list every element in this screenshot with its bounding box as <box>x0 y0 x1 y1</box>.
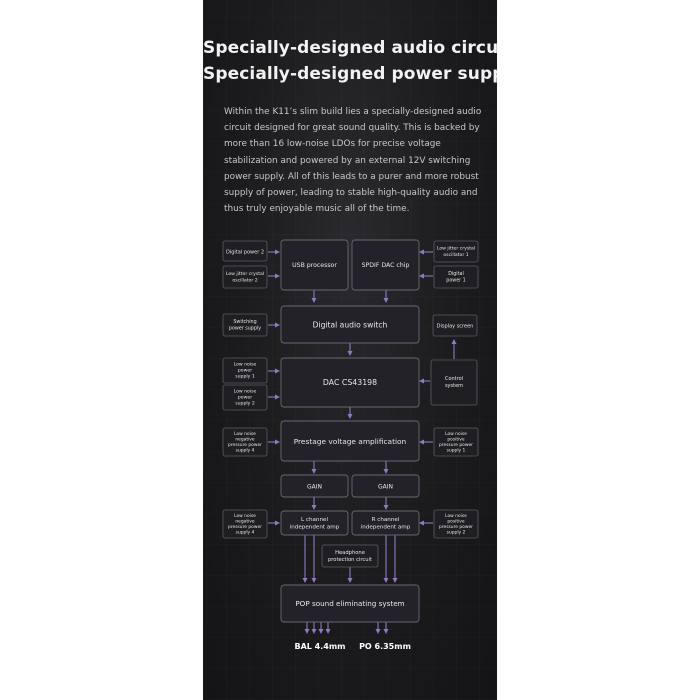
low-noise-positive-1-line-3: pressure power <box>439 442 473 448</box>
l-channel-box: L channel independent amp <box>280 510 349 536</box>
block-diagram: Digital power 2 Low jitter crystal oscil… <box>222 239 479 651</box>
display-screen-box: Display screen <box>432 314 478 337</box>
gain-left-box: GAIN <box>280 474 349 498</box>
low-jitter-oscillator-1-line-1: Low jitter crystal <box>437 246 475 252</box>
heading-line-1: Specially-designed audio circuit <box>203 38 497 58</box>
circuit-panel: Specially-designed audio circuit Special… <box>203 0 497 700</box>
low-noise-positive-1-line-1: Low noise <box>445 431 467 437</box>
low-jitter-oscillator-2-box: Low jitter crystal oscillator 2 <box>222 265 268 289</box>
low-noise-power-supply-2-line-3: supply 2 <box>235 401 255 407</box>
switching-power-supply-box: Switching power supply <box>222 313 268 337</box>
low-noise-negative-4-right-line-4: supply 4 <box>236 530 255 536</box>
low-noise-positive-supply-1-box: Low noise positive pressure power supply… <box>433 427 479 457</box>
output-bal-label: BAL 4.4mm <box>294 642 345 651</box>
intro-paragraph: Within the K11’s slim build lies a speci… <box>224 107 482 215</box>
pop-system-label: POP sound eliminating system <box>295 599 404 608</box>
dac-label: DAC CS43198 <box>323 378 377 387</box>
l-channel-line-2: independent amp <box>290 525 340 531</box>
low-noise-positive-2-line-1: Low noise <box>445 513 467 519</box>
digital-power-2-box: Digital power 2 <box>222 240 268 262</box>
output-po-label: PO 6.35mm <box>359 642 411 651</box>
low-noise-negative-4-left-line-2: negative <box>235 437 255 443</box>
digital-audio-switch-box: Digital audio switch <box>280 305 420 344</box>
low-noise-power-supply-2-line-1: Low noise <box>234 389 257 395</box>
low-noise-positive-2-line-2: positive <box>447 519 465 525</box>
digital-power-1-box: Digital power 1 <box>433 265 479 289</box>
low-jitter-oscillator-1-box: Low jitter crystal oscillator 1 <box>433 240 479 263</box>
low-noise-power-supply-2-box: Low noise power supply 2 <box>222 384 268 411</box>
usb-processor-label: USB processor <box>292 262 337 269</box>
headphone-protection-line-1: Headphone <box>335 550 365 556</box>
control-system-line-1: Control <box>445 376 463 382</box>
low-noise-positive-1-line-4: supply 1 <box>447 448 466 454</box>
low-noise-positive-2-line-3: pressure power <box>439 524 473 530</box>
spdif-dac-chip-label: SPDIF DAC chip <box>362 262 410 269</box>
low-noise-negative-4-right-line-1: Low noise <box>234 513 256 519</box>
digital-power-1-line-2: power 1 <box>446 278 465 284</box>
headphone-protection-line-2: protection circuit <box>328 557 372 563</box>
prestage-label: Prestage voltage amplification <box>294 437 407 446</box>
low-jitter-oscillator-1-line-2: oscillator 1 <box>443 252 468 258</box>
low-jitter-oscillator-2-line-2: oscillator 2 <box>232 278 257 284</box>
low-noise-positive-supply-2-box: Low noise positive pressure power supply… <box>433 509 479 539</box>
heading-line-2: Specially-designed power supply <box>203 64 497 84</box>
low-jitter-oscillator-2-line-1: Low jitter crystal <box>226 271 264 277</box>
gain-right-box: GAIN <box>351 474 420 498</box>
dac-box: DAC CS43198 <box>280 357 420 408</box>
low-noise-negative-4-left-line-4: supply 4 <box>236 448 255 454</box>
l-channel-line-1: L channel <box>301 517 328 523</box>
digital-power-1-line-1: Digital <box>448 271 464 277</box>
low-noise-negative-supply-4-left-box: Low noise negative pressure power supply… <box>222 427 268 457</box>
low-noise-power-supply-1-line-3: supply 1 <box>235 374 255 380</box>
headphone-protection-box: Headphone protection circuit <box>321 544 379 568</box>
low-noise-positive-2-line-4: supply 2 <box>447 530 466 536</box>
connectors <box>268 249 457 634</box>
pop-system-box: POP sound eliminating system <box>280 584 420 623</box>
control-system-box: Control system <box>430 359 478 406</box>
switching-power-supply-line-2: power supply <box>229 326 261 332</box>
low-noise-negative-supply-4-right-box: Low noise negative pressure power supply… <box>222 509 268 539</box>
gain-right-label: GAIN <box>378 484 393 491</box>
prestage-box: Prestage voltage amplification <box>280 420 420 462</box>
r-channel-box: R channel independent amp <box>351 510 420 536</box>
r-channel-line-1: R channel <box>372 517 400 523</box>
low-noise-positive-1-line-2: positive <box>447 437 465 443</box>
digital-audio-switch-label: Digital audio switch <box>313 321 388 330</box>
low-noise-power-supply-1-line-1: Low noise <box>234 362 257 368</box>
low-noise-power-supply-1-box: Low noise power supply 1 <box>222 357 268 384</box>
usb-processor-box: USB processor <box>280 239 349 291</box>
spdif-dac-chip-box: SPDIF DAC chip <box>351 239 420 291</box>
low-noise-negative-4-right-line-2: negative <box>235 519 255 525</box>
gain-left-label: GAIN <box>307 484 322 491</box>
low-noise-negative-4-right-line-3: pressure power <box>228 524 262 530</box>
low-noise-power-supply-1-line-2: power <box>238 368 252 374</box>
display-screen-label: Display screen <box>437 324 474 330</box>
digital-power-2-label: Digital power 2 <box>226 250 264 256</box>
low-noise-negative-4-left-line-3: pressure power <box>228 442 262 448</box>
control-system-line-2: system <box>445 383 463 389</box>
r-channel-line-2: independent amp <box>361 525 411 531</box>
switching-power-supply-line-1: Switching <box>233 319 256 325</box>
low-noise-power-supply-2-line-2: power <box>238 395 252 401</box>
low-noise-negative-4-left-line-1: Low noise <box>234 431 256 437</box>
